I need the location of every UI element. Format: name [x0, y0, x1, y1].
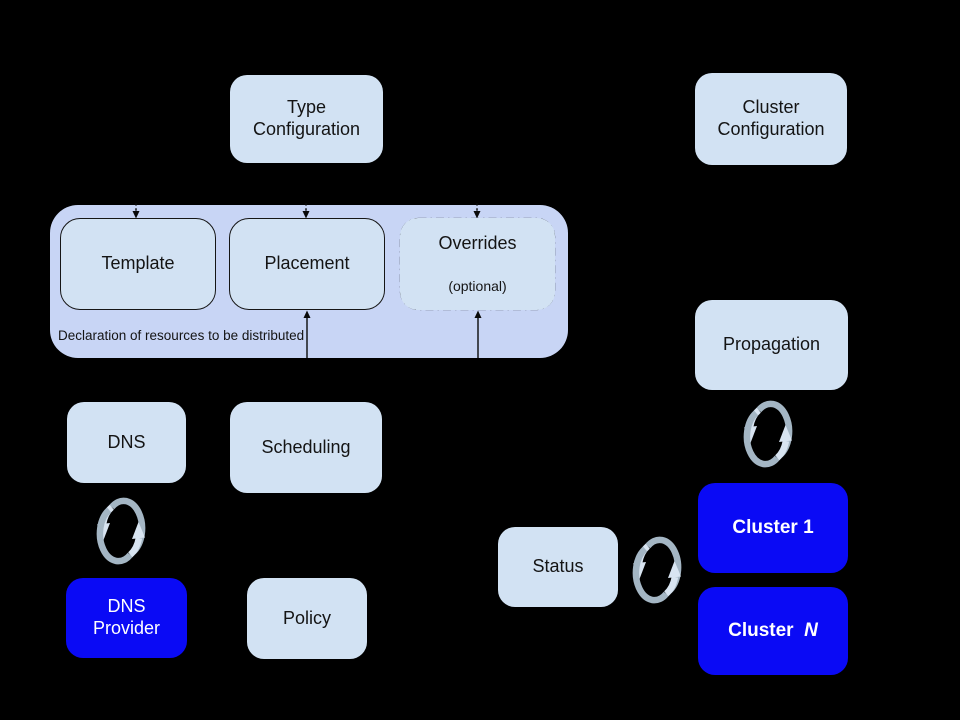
- node-status: Status: [498, 527, 618, 607]
- node-label: Placement: [264, 253, 350, 274]
- node-dns: DNS: [67, 402, 186, 483]
- node-label: DNS: [107, 431, 146, 452]
- node-propagation: Propagation: [695, 300, 848, 390]
- node-label: Template: [101, 253, 175, 274]
- node-cluster-1: Cluster 1: [698, 483, 848, 573]
- sync-icon: [633, 540, 681, 600]
- overrides-subtitle: (optional): [448, 277, 507, 294]
- node-label: DNS Provider: [92, 596, 161, 638]
- node-overrides: Overrides (optional): [400, 218, 555, 310]
- node-cluster-configuration: Cluster Configuration: [695, 73, 847, 165]
- node-label: Propagation: [722, 334, 821, 355]
- node-template: Template: [60, 218, 216, 310]
- node-policy: Policy: [247, 578, 367, 659]
- node-label-italic-n: N: [804, 620, 818, 642]
- node-label: Scheduling: [261, 436, 351, 457]
- sync-icon: [97, 501, 145, 561]
- overrides-title: Overrides: [438, 233, 517, 254]
- group-caption: Declaration of resources to be distribut…: [58, 328, 305, 343]
- sync-icon: [744, 404, 792, 464]
- node-cluster-n: Cluster N: [698, 587, 848, 675]
- node-dns-provider: DNS Provider: [66, 578, 187, 658]
- node-label: Type Configuration: [252, 97, 361, 139]
- node-label: Status: [532, 556, 584, 577]
- node-label-prefix: Cluster: [728, 620, 799, 642]
- node-label: Cluster 1: [732, 517, 814, 539]
- node-placement: Placement: [229, 218, 385, 310]
- node-type-configuration: Type Configuration: [230, 75, 383, 163]
- node-label: Cluster Configuration: [717, 97, 825, 139]
- node-label: Policy: [282, 607, 331, 628]
- node-scheduling: Scheduling: [230, 402, 382, 493]
